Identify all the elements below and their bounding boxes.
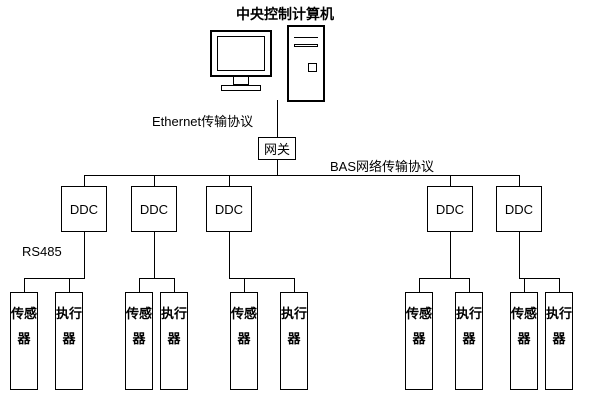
- line-sensor1: [24, 278, 25, 292]
- line-gateway-bus: [277, 160, 278, 176]
- actuator-node-5: 执行器: [545, 292, 573, 390]
- line-actuator5: [559, 278, 560, 292]
- sensor-node-5: 传感器: [510, 292, 538, 390]
- ethernet-protocol-label: Ethernet传输协议: [152, 114, 254, 129]
- sensor-node-2: 传感器: [125, 292, 153, 390]
- line-split-4: [419, 278, 470, 279]
- tower-drive-icon: [294, 44, 318, 47]
- line-sensor5: [524, 278, 525, 292]
- sensor-node-1: 传感器: [10, 292, 38, 390]
- ddc-node-2: DDC: [131, 186, 177, 232]
- monitor-icon: [210, 30, 272, 77]
- line-split-3: [229, 278, 295, 279]
- computer-tower-icon: [287, 25, 325, 102]
- line-bus-ddc2: [154, 175, 155, 186]
- line-split-1: [24, 278, 85, 279]
- actuator-node-2: 执行器: [160, 292, 188, 390]
- line-sensor3: [244, 278, 245, 292]
- actuator-node-1: 执行器: [55, 292, 83, 390]
- tower-button-icon: [308, 63, 317, 72]
- line-actuator4: [469, 278, 470, 292]
- sensor-node-4: 传感器: [405, 292, 433, 390]
- sensor-node-3: 传感器: [230, 292, 258, 390]
- actuator-node-4: 执行器: [455, 292, 483, 390]
- line-bus-ddc4: [450, 175, 451, 186]
- ddc-node-1: DDC: [61, 186, 107, 232]
- actuator-node-3: 执行器: [280, 292, 308, 390]
- monitor-base: [221, 85, 261, 91]
- line-ddc3-down: [229, 232, 230, 278]
- line-actuator2: [174, 278, 175, 292]
- bas-bus-line: [84, 175, 520, 176]
- line-ddc1-down: [84, 232, 85, 278]
- line-sensor4: [419, 278, 420, 292]
- ddc-node-3: DDC: [206, 186, 252, 232]
- gateway-node: 网关: [258, 137, 296, 160]
- bas-protocol-label: BAS网络传输协议: [330, 159, 435, 174]
- line-computer-gateway: [277, 100, 278, 137]
- line-split-5: [519, 278, 560, 279]
- line-bus-ddc3: [229, 175, 230, 186]
- line-ddc4-down: [450, 232, 451, 278]
- diagram-title: 中央控制计算机: [236, 6, 334, 22]
- tower-slot-icon: [294, 37, 318, 38]
- line-bus-ddc1: [84, 175, 85, 186]
- line-ddc5-down: [519, 232, 520, 278]
- line-actuator3: [294, 278, 295, 292]
- monitor-stand: [233, 77, 249, 85]
- line-actuator1: [69, 278, 70, 292]
- ddc-node-5: DDC: [496, 186, 542, 232]
- rs485-label: RS485: [22, 244, 62, 259]
- line-bus-ddc5: [519, 175, 520, 186]
- monitor-screen: [217, 36, 265, 71]
- ddc-node-4: DDC: [427, 186, 473, 232]
- line-split-2: [139, 278, 175, 279]
- line-sensor2: [139, 278, 140, 292]
- line-ddc2-down: [154, 232, 155, 278]
